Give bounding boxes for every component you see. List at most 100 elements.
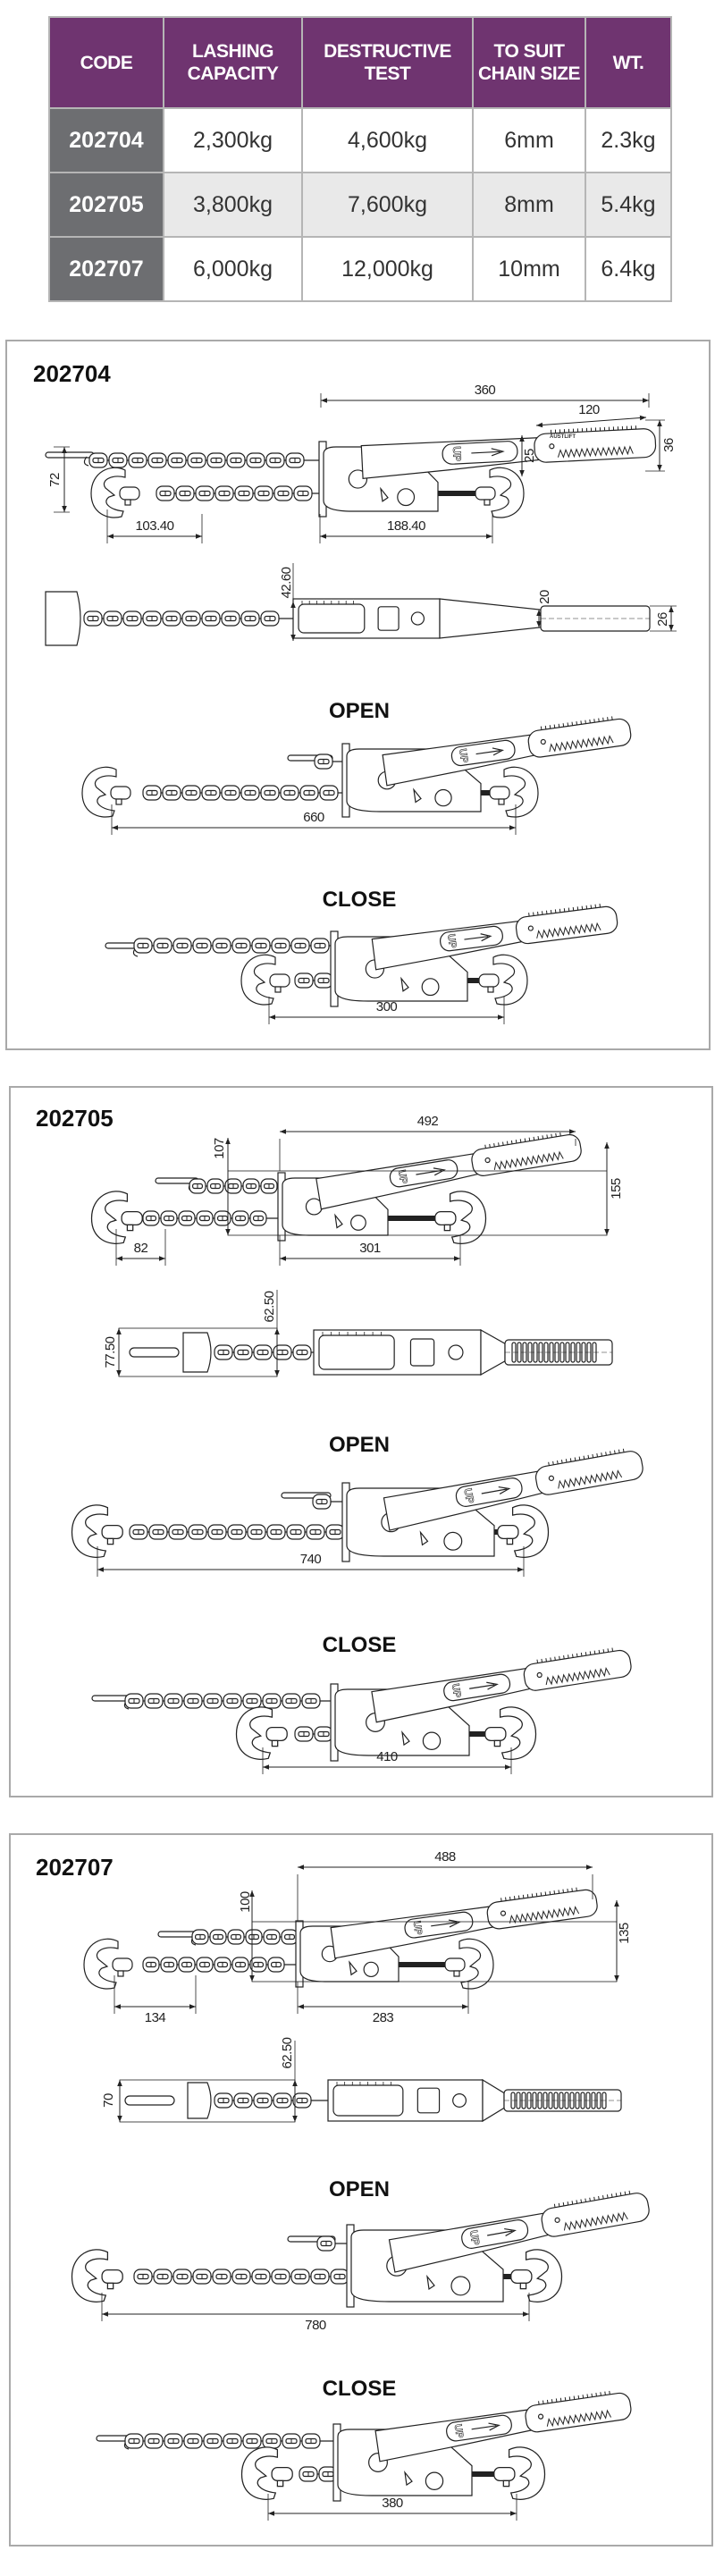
d-ring: [45, 591, 81, 646]
cell-code: 202705: [48, 172, 164, 238]
hook-body: [240, 2446, 279, 2500]
table-header-row: CODE LASHING CAPACITY DESTRUCTIVE TEST T…: [48, 16, 672, 109]
cell-destructive-test: 4,600kg: [301, 107, 474, 173]
dimension-vertical: 62.50: [280, 2037, 298, 2122]
grab-hook: [493, 2446, 546, 2500]
binder-side-view: UP: [81, 716, 632, 818]
grab-hook: [81, 766, 131, 818]
hook-body: [503, 766, 539, 818]
dimension-label: 410: [376, 1749, 398, 1764]
hook-body: [83, 1938, 119, 1990]
chain: [299, 2466, 338, 2482]
grab-hook: [71, 1504, 123, 1558]
lever-up-marking: UP: [452, 2423, 465, 2439]
grip-ridges: [548, 1448, 625, 1466]
chain: [142, 785, 344, 801]
hook-shackle: [265, 1727, 288, 1741]
hook-body: [71, 1504, 109, 1558]
hook-body: [81, 766, 117, 818]
pivot-eye: [410, 611, 425, 626]
chain: [156, 485, 321, 501]
hook-body: [240, 954, 276, 1006]
grip-wave: [493, 1150, 564, 1171]
binder-side-view: UP: [105, 904, 618, 1007]
dimension-vertical: 26: [650, 605, 677, 632]
pivot-nut: [443, 1531, 463, 1551]
pivot-nut: [425, 2471, 444, 2490]
handle-grip: [541, 2193, 650, 2237]
panel-title: 202704: [33, 360, 111, 387]
dimension-horizontal: 134: [114, 1975, 197, 2025]
dimension-label: 488: [434, 1849, 456, 1865]
chain: [133, 938, 332, 954]
binder-side-view: UP: [91, 1647, 632, 1762]
cell-code: 202704: [48, 107, 164, 173]
grip-wave: [549, 735, 614, 753]
pawl: [413, 787, 422, 804]
chain: [316, 2235, 349, 2252]
dimension-label: 300: [376, 999, 398, 1014]
arrow-right-icon: [464, 933, 492, 942]
lever-up-marking: UP: [445, 933, 458, 949]
dimension-horizontal: 488: [297, 1849, 593, 1922]
dimension-vertical: 25: [519, 435, 537, 476]
taper-neck: [439, 598, 542, 639]
grab-hook: [478, 954, 528, 1006]
grab-hook: [90, 1191, 143, 1244]
taper-neck: [480, 1328, 506, 1376]
dimension-vertical: 77.50: [103, 1328, 122, 1376]
dimension-horizontal: 301: [279, 1235, 461, 1266]
hook-shackle: [121, 1211, 143, 1225]
dimension-label: 72: [47, 473, 63, 487]
dimension-label: 20: [537, 590, 552, 604]
dimension-horizontal: 82: [115, 1229, 166, 1266]
grip-hole: [548, 1475, 554, 1481]
binder-side-view: UP: [71, 2190, 650, 2308]
cell-lashing-capacity: 3,800kg: [163, 172, 303, 238]
table-row: 202705 3,800kg 7,600kg 8mm 5.4kg: [48, 172, 672, 238]
pivot-nut: [450, 2276, 471, 2296]
hook-pin: [519, 2282, 527, 2290]
grip-hole: [554, 2217, 560, 2223]
open-label: OPEN: [328, 1433, 390, 1457]
chain: [294, 1726, 333, 1742]
dimension-line: [535, 415, 647, 428]
dimension-label: 780: [305, 2318, 326, 2333]
pivot-nut: [421, 978, 440, 997]
hook-shackle: [101, 1525, 123, 1539]
hook-shackle: [101, 2269, 123, 2284]
cell-chain-size: 10mm: [472, 236, 586, 302]
dimension-horizontal: 283: [297, 1982, 469, 2025]
pawl: [349, 1960, 358, 1976]
pivot-eye: [448, 1344, 464, 1360]
grip-wave: [536, 922, 601, 939]
hook-pin: [453, 1970, 460, 1977]
hook-body: [449, 1191, 487, 1244]
binder-top-view: [129, 1328, 613, 1376]
dimension-label: 100: [238, 1891, 253, 1913]
pivot-nut: [422, 1731, 442, 1750]
grip-ridges: [500, 1887, 577, 1902]
dimension-label: 82: [134, 1241, 148, 1256]
dimension-label: 492: [417, 1114, 439, 1129]
hook-pin: [126, 1224, 134, 1232]
binder-side-view: UP: [83, 1887, 598, 1990]
handle-grip: [525, 2392, 632, 2433]
arrow-right-icon: [469, 1681, 499, 1690]
handle-grip: [527, 718, 632, 758]
hook-shackle: [510, 2269, 533, 2284]
chain: [214, 1344, 314, 1360]
chain: [312, 1494, 344, 1510]
arrow-right-icon: [471, 2422, 500, 2431]
hook-body: [489, 467, 525, 518]
hook-body: [499, 1706, 537, 1760]
dimension-label: 120: [578, 402, 600, 417]
drum: [332, 2084, 404, 2117]
hook-body: [511, 1504, 550, 1558]
binder-side-view: UP: [90, 1132, 582, 1244]
grip-wave: [509, 1906, 580, 1924]
hook-shackle: [119, 486, 140, 501]
dimension-vertical: 100: [238, 1890, 255, 1982]
hook-shackle: [444, 1957, 466, 1972]
pivot-nut: [434, 788, 452, 807]
